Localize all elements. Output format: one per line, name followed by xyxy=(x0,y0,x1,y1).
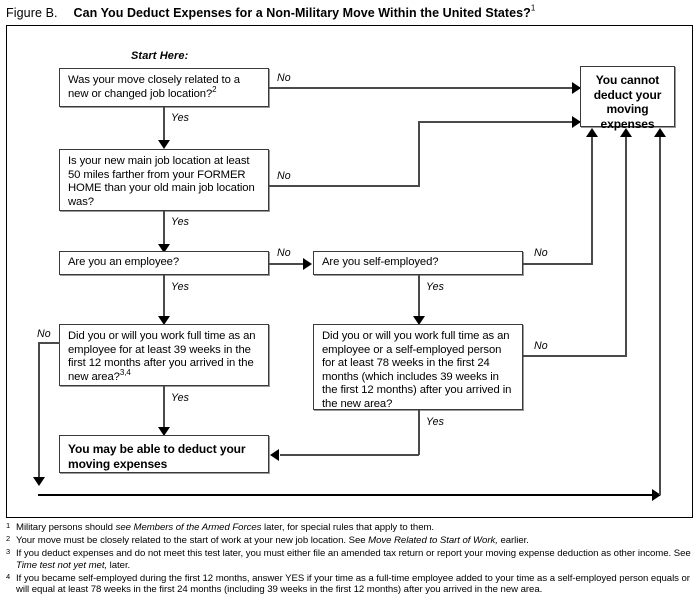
edge-label-q1-yes: Yes xyxy=(171,112,189,124)
edge-label-q6-no: No xyxy=(534,340,548,352)
footnote-marker: 3 xyxy=(6,547,11,557)
footnote-marker: 3,4 xyxy=(119,368,131,378)
arrowhead-q6-no xyxy=(620,128,632,137)
footnote-item: 3 If you deduct expenses and do not meet… xyxy=(6,547,696,571)
edge-q2-no-horizontal2 xyxy=(418,121,580,123)
question-box-distance-test[interactable]: Is your new main job location at least 5… xyxy=(59,149,269,211)
question-box-time-test-78-weeks[interactable]: Did you or will you work full time as an… xyxy=(313,324,523,410)
footnote-text: If you became self-employed during the f… xyxy=(16,572,690,596)
edge-label-q6-yes: Yes xyxy=(426,416,444,428)
arrowhead-q1-no xyxy=(572,82,581,94)
edge-q5-no-vertical xyxy=(38,342,40,482)
edge-q4-no-horizontal xyxy=(523,263,593,265)
start-here-label: Start Here: xyxy=(131,50,189,62)
footnote-marker: 2 xyxy=(6,534,11,544)
footnote-text: If you deduct expenses and do not meet t… xyxy=(16,548,691,571)
question-text: Are you an employee? xyxy=(68,256,180,268)
edge-q6-no-vertical xyxy=(625,137,627,356)
edge-label-q5-yes: Yes xyxy=(171,392,189,404)
terminal-box-cannot-deduct[interactable]: You cannot deduct your moving expenses xyxy=(580,66,675,131)
arrowhead-bottom-rail-up xyxy=(654,128,666,137)
question-text: Did you or will you work full time as an… xyxy=(68,330,256,383)
arrowhead-q1-yes xyxy=(158,140,170,149)
edge-label-q3-yes: Yes xyxy=(171,281,189,293)
edge-q1-yes-vertical xyxy=(163,107,165,145)
edge-q6-yes-horizontal xyxy=(280,454,419,456)
footnote-item: 2 Your move must be closely related to t… xyxy=(6,534,696,547)
edge-q1-no-horizontal xyxy=(269,87,580,89)
question-text: Are you self-employed? xyxy=(322,256,439,268)
terminal-text: You cannot deduct your moving expenses xyxy=(593,73,662,131)
arrowhead-q3-yes xyxy=(158,316,170,325)
footnote-item: 4 If you became self-employed during the… xyxy=(6,571,696,596)
arrowhead-q2-no xyxy=(572,116,581,128)
footnotes-list: 1 Military persons should see Members of… xyxy=(6,521,696,598)
arrowhead-q4-no xyxy=(586,128,598,137)
question-box-are-you-employee[interactable]: Are you an employee? xyxy=(59,251,269,275)
edge-bottom-rail-vertical xyxy=(659,137,661,495)
edge-q3-no-horizontal xyxy=(269,263,306,265)
edge-label-q4-yes: Yes xyxy=(426,281,444,293)
arrowhead-bottom-rail-right xyxy=(652,489,661,501)
footnote-marker: 2 xyxy=(212,84,217,94)
edge-q4-no-vertical xyxy=(591,137,593,264)
question-box-move-related-to-job[interactable]: Was your move closely related to a new o… xyxy=(59,68,269,107)
arrowhead-q6-yes xyxy=(270,449,279,461)
question-box-time-test-39-weeks[interactable]: Did you or will you work full time as an… xyxy=(59,324,269,386)
edge-q4-yes-vertical xyxy=(418,275,420,321)
edge-q2-no-horizontal xyxy=(269,185,420,187)
edge-label-q4-no: No xyxy=(534,247,548,259)
footnote-marker: 1 xyxy=(6,521,11,530)
edge-label-q3-no: No xyxy=(277,247,291,259)
terminal-text: You may be able to deduct your moving ex… xyxy=(68,442,246,471)
footnote-marker: 4 xyxy=(6,571,11,581)
figure-title: Can You Deduct Expenses for a Non-Milita… xyxy=(73,6,531,20)
question-text: Did you or will you work full time as an… xyxy=(322,330,512,410)
question-text: Is your new main job location at least 5… xyxy=(68,155,255,208)
figure-title-row: Figure B. Can You Deduct Expenses for a … xyxy=(6,4,696,24)
terminal-box-may-deduct[interactable]: You may be able to deduct your moving ex… xyxy=(59,435,269,473)
arrowhead-q5-no xyxy=(33,477,45,486)
edge-label-q1-no: No xyxy=(277,72,291,84)
question-box-are-you-self-employed[interactable]: Are you self-employed? xyxy=(313,251,523,275)
footnote-text: Military persons should see Members of t… xyxy=(16,522,435,533)
edge-q2-no-vertical xyxy=(418,122,420,186)
figure-label: Figure B. xyxy=(6,6,58,20)
arrowhead-q2-yes xyxy=(158,244,170,253)
edge-q3-yes-vertical xyxy=(163,275,165,321)
arrowhead-q4-yes xyxy=(413,316,425,325)
edge-q2-yes-vertical xyxy=(163,211,165,249)
edge-bottom-rail xyxy=(38,494,660,496)
question-text: Was your move closely related to a new o… xyxy=(68,74,240,100)
footnote-item: 1 Military persons should see Members of… xyxy=(6,521,696,534)
arrowhead-q5-yes xyxy=(158,427,170,436)
footnote-text: Your move must be closely related to the… xyxy=(16,535,529,547)
edge-label-q5-no: No xyxy=(37,328,51,340)
edge-label-q2-no: No xyxy=(277,170,291,182)
arrowhead-q3-no xyxy=(303,258,312,270)
edge-q5-yes-vertical xyxy=(163,386,165,432)
edge-q5-no-horizontal xyxy=(38,342,60,344)
edge-q6-yes-vertical xyxy=(418,410,420,455)
edge-q6-no-horizontal xyxy=(523,355,627,357)
figure-title-footnote-marker: 1 xyxy=(530,3,536,13)
edge-label-q2-yes: Yes xyxy=(171,216,189,228)
